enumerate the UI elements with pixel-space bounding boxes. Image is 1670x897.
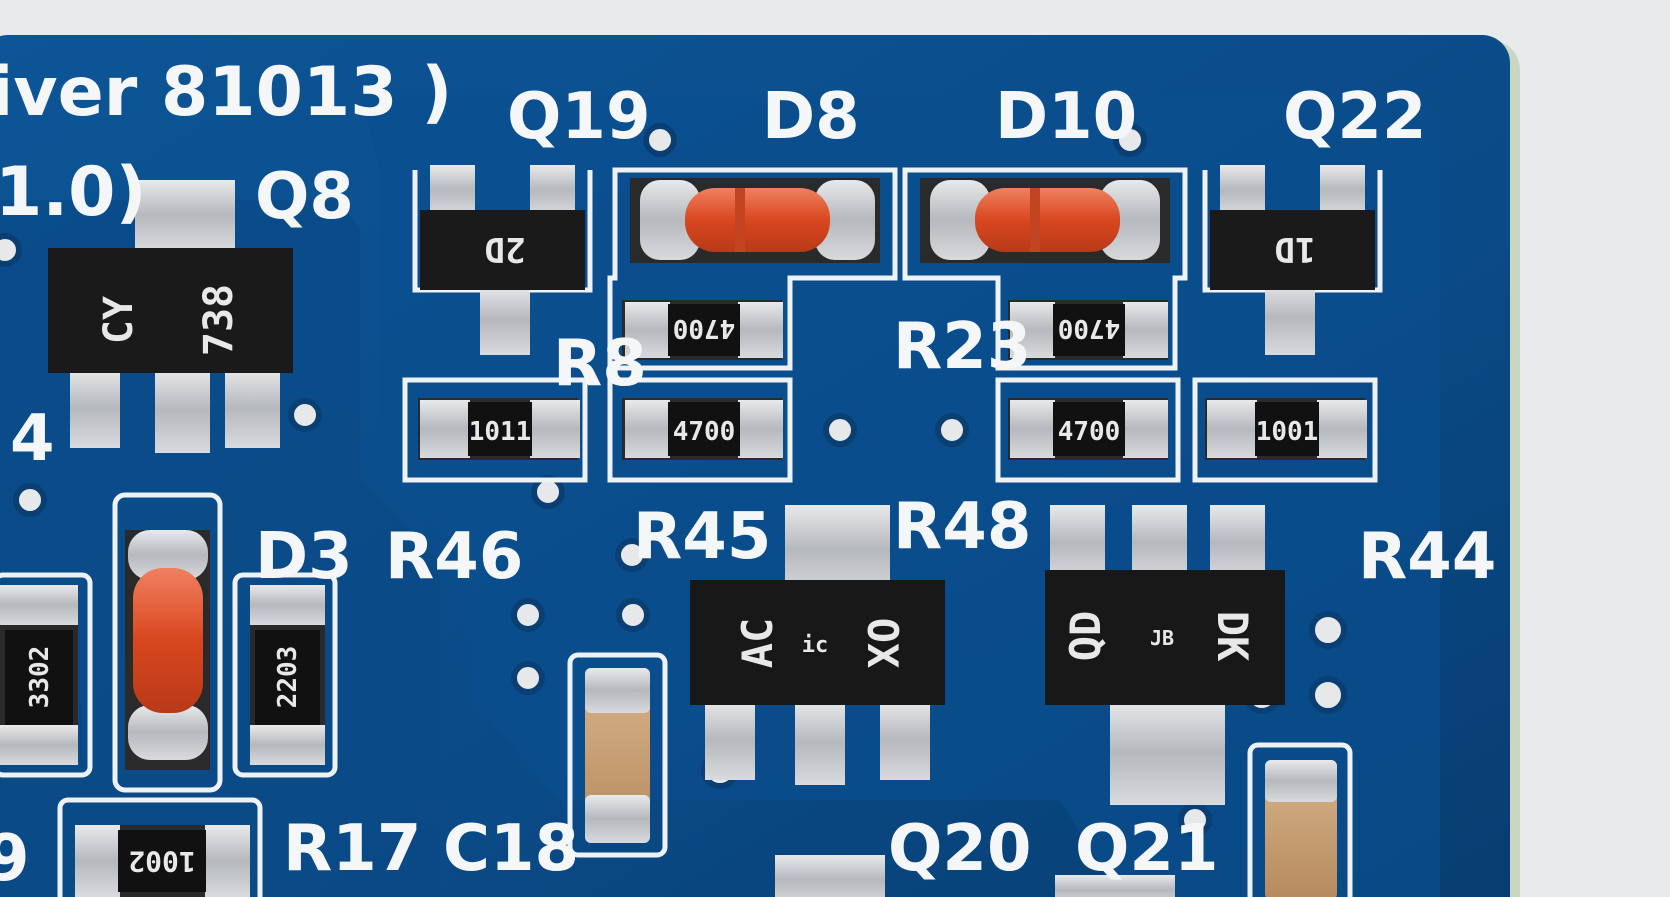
q8-marking-line2: 738: [196, 284, 242, 356]
resistor-r8: [622, 300, 783, 360]
part-markings: 2D 1D CY 738 4700 4700 4700 4700 1011 10…: [25, 229, 1318, 878]
label-r8: R8: [553, 327, 647, 401]
q21-marking-line1: QD: [1061, 611, 1110, 662]
transistor-q19: [420, 165, 585, 355]
label-r17: R17: [283, 812, 421, 886]
label-r48: R48: [893, 490, 1031, 564]
transistor-q8: [48, 180, 293, 453]
label-r44: R44: [1358, 520, 1496, 594]
transistor-q20: [690, 505, 945, 785]
diode-d10: [920, 178, 1170, 263]
resistor-r46: [418, 398, 580, 460]
resistor-r48: [1008, 398, 1168, 460]
label-d10: D10: [995, 80, 1137, 154]
resistor-left-a: [0, 585, 78, 765]
r45-marking: 4700: [673, 417, 736, 447]
resistor-r44: [1205, 398, 1367, 460]
label-c18: C18: [443, 812, 579, 886]
q19-marking: 2D: [485, 229, 526, 269]
pad-bottom-center: [775, 855, 1175, 897]
label-edge-9: 9: [0, 822, 30, 896]
silkscreen-labels: iver 81013 ) 1.0) Q19 D8 D10 Q22 Q8 R8 R…: [0, 53, 1496, 896]
label-r45: R45: [633, 500, 771, 574]
r46-marking: 1011: [469, 417, 532, 447]
bottom-res-marking: 1002: [128, 845, 195, 878]
resistor-r23: [1008, 300, 1168, 360]
transistor-q22: [1210, 165, 1375, 355]
q20-marking-line1: AC: [733, 618, 782, 669]
resistor-bottom: [75, 825, 250, 897]
resistor-left-b: [250, 585, 325, 765]
label-q20: Q20: [888, 812, 1031, 886]
q20-logo: ic: [802, 633, 829, 658]
label-r23: R23: [893, 310, 1031, 384]
label-q8: Q8: [255, 160, 354, 234]
left-res-b-marking: 2203: [273, 646, 303, 709]
board-title-fragment: iver 81013 ): [0, 53, 452, 132]
diode-d8: [630, 178, 880, 263]
label-r46: R46: [385, 520, 523, 594]
r48-marking: 4700: [1058, 417, 1121, 447]
q21-logo: JB: [1150, 626, 1174, 650]
capacitor-right: [1265, 760, 1337, 897]
diode-d3: [125, 530, 210, 770]
transistor-q21: [1045, 505, 1285, 805]
q20-marking-line2: OX: [858, 618, 907, 669]
q8-marking-line1: CY: [96, 296, 142, 344]
label-q22: Q22: [1283, 80, 1426, 154]
r23-marking: 4700: [1058, 313, 1121, 343]
capacitor-c18: [585, 668, 650, 843]
left-res-a-marking: 3302: [25, 646, 55, 709]
label-d3: D3: [255, 520, 353, 594]
label-q19: Q19: [507, 80, 650, 154]
r8-marking: 4700: [673, 313, 736, 343]
board-version-fragment: 1.0): [0, 153, 147, 232]
label-q21: Q21: [1075, 812, 1218, 886]
resistor-r45: [622, 398, 783, 460]
r44-marking: 1001: [1256, 417, 1319, 447]
label-edge-4: 4: [10, 402, 55, 476]
q22-marking: 1D: [1275, 229, 1316, 269]
q21-marking-line2: DK: [1208, 611, 1257, 662]
label-d8: D8: [762, 80, 860, 154]
